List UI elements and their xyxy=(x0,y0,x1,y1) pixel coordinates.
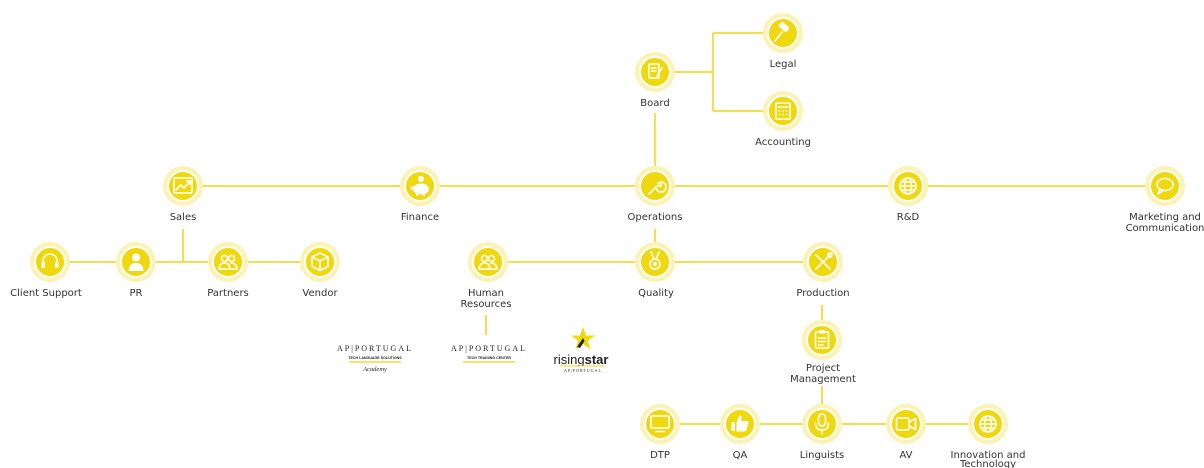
thumbs-up-icon xyxy=(731,415,749,432)
person-icon xyxy=(128,253,144,271)
pm-label-line2: Management xyxy=(790,374,856,385)
gavel-icon xyxy=(774,21,790,42)
medal-icon xyxy=(649,251,661,270)
hr-label-line2: Resources xyxy=(460,299,511,310)
accounting-label: Accounting xyxy=(755,137,811,148)
node-pr: PR xyxy=(116,242,156,299)
academy-logo-sub: Academy xyxy=(362,366,387,373)
hr-label-line1: Human xyxy=(468,288,504,299)
marketing-label-line2: Communication xyxy=(1126,223,1204,234)
linguists-label: Linguists xyxy=(800,450,845,461)
clipboard-icon xyxy=(814,330,830,349)
sales-label: Sales xyxy=(170,212,197,223)
node-human-resources: Human Resources xyxy=(460,242,512,310)
operations-label: Operations xyxy=(628,212,683,223)
piggy-bank-icon xyxy=(410,176,429,196)
document-icon xyxy=(648,63,663,79)
node-quality: Quality xyxy=(635,242,675,299)
rising-star-sub: AP|PORTUGAL xyxy=(564,368,602,373)
logo-ap-portugal-academy: AP|PORTUGAL TECH LANGUAGE SOLUTIONS Acad… xyxy=(337,344,413,373)
calculator-icon xyxy=(775,102,791,120)
globe-icon xyxy=(899,177,917,195)
node-vendor: Vendor xyxy=(300,242,340,299)
people-icon xyxy=(478,254,498,270)
video-camera-icon xyxy=(895,417,917,431)
av-label: AV xyxy=(899,450,912,461)
vendor-label: Vendor xyxy=(302,288,338,299)
node-innovation: Innovation and Technology xyxy=(951,404,1026,468)
node-av: AV xyxy=(886,404,926,461)
globe-icon xyxy=(979,415,997,433)
tools-icon xyxy=(815,252,833,270)
innovation-label-line1: Innovation and xyxy=(951,450,1026,461)
node-rnd: R&D xyxy=(888,166,928,223)
academy-logo-name: AP|PORTUGAL xyxy=(337,344,413,353)
quality-label: Quality xyxy=(638,288,674,299)
node-accounting: Accounting xyxy=(755,91,811,148)
node-project-management: Project Management xyxy=(790,320,856,385)
node-client-support: Client Support xyxy=(10,242,82,299)
trend-chart-icon xyxy=(173,177,193,194)
box-icon xyxy=(311,252,329,272)
rising-star-wordmark: risingstar xyxy=(554,352,609,367)
node-board: Board xyxy=(635,52,675,109)
monitor-icon xyxy=(650,415,670,433)
partners-label: Partners xyxy=(207,288,249,299)
legal-label: Legal xyxy=(770,59,797,70)
client-support-label: Client Support xyxy=(10,288,82,299)
pm-label-line1: Project xyxy=(806,363,840,374)
node-sales: Sales xyxy=(163,166,203,223)
node-production: Production xyxy=(796,242,850,299)
node-marketing: Marketing and Communication xyxy=(1126,166,1204,234)
dtp-label: DTP xyxy=(650,450,670,461)
marketing-label-line1: Marketing and xyxy=(1129,212,1201,223)
pr-label: PR xyxy=(130,288,143,299)
node-finance: Finance xyxy=(400,166,440,223)
finance-label: Finance xyxy=(401,212,439,223)
node-qa: QA xyxy=(720,404,760,461)
node-dtp: DTP xyxy=(640,404,680,461)
qa-label: QA xyxy=(733,450,748,461)
people-icon xyxy=(218,254,238,270)
production-label: Production xyxy=(796,288,849,299)
node-partners: Partners xyxy=(207,242,249,299)
logo-rising-star: risingstar AP|PORTUGAL xyxy=(554,327,609,373)
logo-ap-portugal-training: AP|PORTUGAL TECH TRAINING CENTER xyxy=(451,344,527,363)
training-logo-name: AP|PORTUGAL xyxy=(451,344,527,353)
node-linguists: Linguists xyxy=(800,404,845,461)
wrench-icon xyxy=(648,181,667,195)
innovation-label-line2: Technology xyxy=(959,459,1016,468)
board-label: Board xyxy=(640,98,669,109)
training-logo-tagline: TECH TRAINING CENTER xyxy=(467,356,511,360)
node-operations: Operations xyxy=(628,166,683,223)
speech-bubble-icon xyxy=(1156,177,1174,195)
headset-icon xyxy=(41,253,59,268)
microphone-icon xyxy=(814,413,830,435)
academy-logo-tagline: TECH LANGUAGE SOLUTIONS xyxy=(348,356,402,360)
node-legal: Legal xyxy=(763,13,803,70)
rnd-label: R&D xyxy=(897,212,920,223)
